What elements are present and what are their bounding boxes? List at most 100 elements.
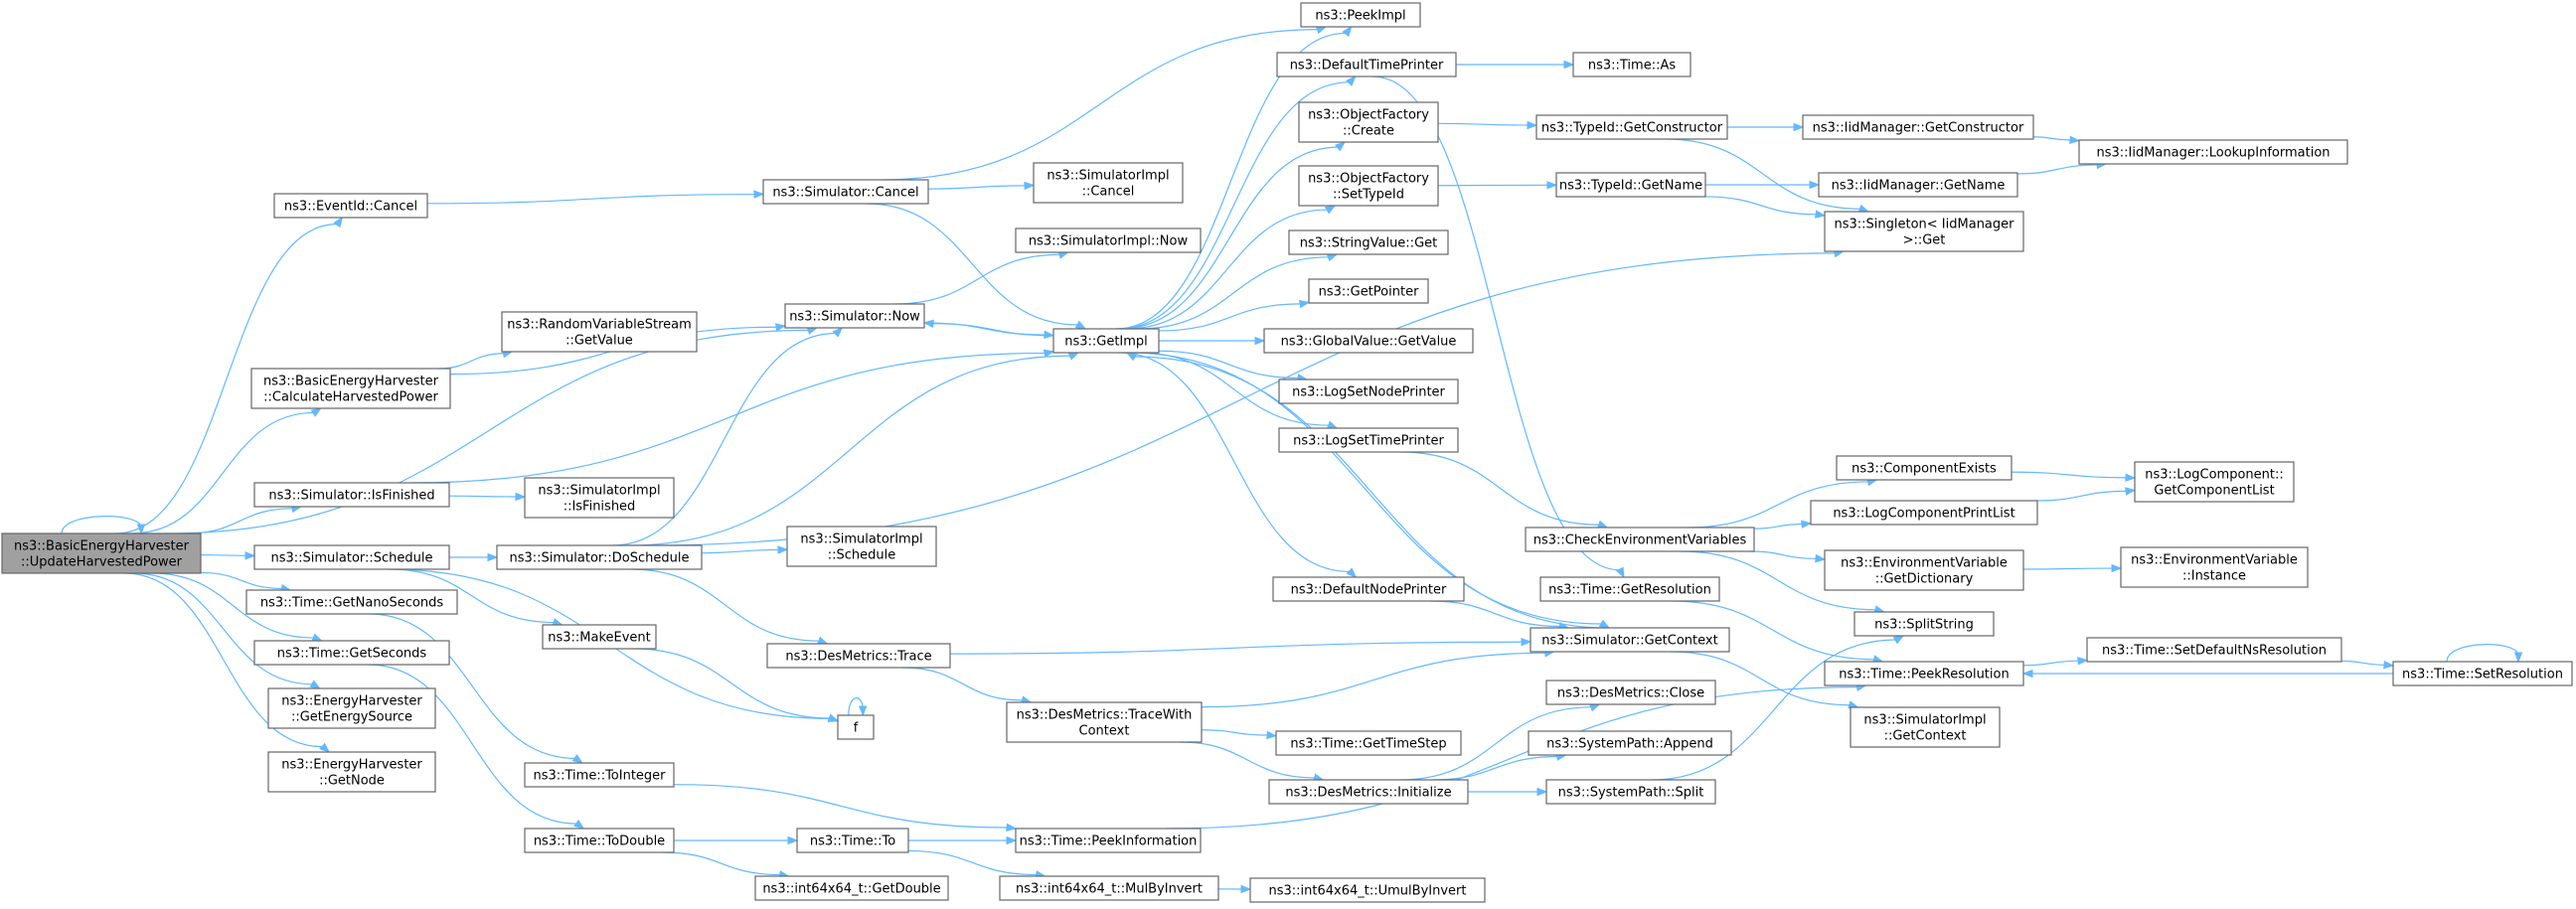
node-box[interactable] <box>1824 211 2024 252</box>
node-checkenvvars[interactable]: ns3::CheckEnvironmentVariables <box>1525 527 1755 552</box>
node-globalvalue_getvalue[interactable]: ns3::GlobalValue::GetValue <box>1263 328 1474 354</box>
node-envvar_getdictionary[interactable]: ns3::EnvironmentVariable::GetDictionary <box>1824 549 2024 591</box>
node-box[interactable] <box>1853 611 1995 637</box>
node-envvar_instance[interactable]: ns3::EnvironmentVariable::Instance <box>2120 546 2309 588</box>
node-box[interactable] <box>524 828 675 853</box>
node-box[interactable] <box>754 875 949 901</box>
node-box[interactable] <box>1006 701 1203 743</box>
node-box[interactable] <box>253 482 450 508</box>
node-box[interactable] <box>1033 162 1184 204</box>
node-box[interactable] <box>2134 461 2295 503</box>
node-box[interactable] <box>1802 114 2034 140</box>
node-time_todouble[interactable]: ns3::Time::ToDouble <box>524 828 675 853</box>
node-box[interactable] <box>1555 172 1706 198</box>
node-simimpl_schedule[interactable]: ns3::SimulatorImpl::Schedule <box>786 526 937 567</box>
node-makeevent[interactable]: ns3::MakeEvent <box>542 624 657 650</box>
node-box[interactable] <box>1539 576 1720 602</box>
node-box[interactable] <box>250 368 451 409</box>
node-box[interactable] <box>1824 549 2024 591</box>
node-box[interactable] <box>1272 576 1465 602</box>
node-defaulttimeprinter[interactable]: ns3::DefaultTimePrinter <box>1276 52 1457 77</box>
node-box[interactable] <box>1300 2 1421 28</box>
node-box[interactable] <box>1525 527 1755 552</box>
node-sim_schedule[interactable]: ns3::Simulator::Schedule <box>253 544 450 570</box>
node-box[interactable] <box>1263 328 1474 354</box>
node-objfactory_create[interactable]: ns3::ObjectFactory::Create <box>1298 101 1439 143</box>
node-time_to[interactable]: ns3::Time::To <box>796 828 909 853</box>
node-typeid_getconstructor[interactable]: ns3::TypeId::GetConstructor <box>1535 114 1728 140</box>
node-sim_now[interactable]: ns3::Simulator::Now <box>784 303 925 329</box>
node-box[interactable] <box>1298 165 1439 207</box>
node-box[interactable] <box>1052 328 1160 354</box>
node-desmetrics_initialize[interactable]: ns3::DesMetrics::Initialize <box>1268 779 1469 805</box>
node-box[interactable] <box>2086 637 2342 663</box>
node-box[interactable] <box>1298 101 1439 143</box>
node-box[interactable] <box>1288 229 1449 255</box>
node-box[interactable] <box>267 751 436 793</box>
node-box[interactable] <box>762 179 929 205</box>
node-box[interactable] <box>542 624 657 650</box>
node-box[interactable] <box>1810 500 2038 526</box>
node-box[interactable] <box>786 526 937 567</box>
node-typeid_getname[interactable]: ns3::TypeId::GetName <box>1555 172 1706 198</box>
node-objfactory_settypeid[interactable]: ns3::ObjectFactory::SetTypeId <box>1298 165 1439 207</box>
node-box[interactable] <box>1249 877 1486 903</box>
node-sim_getcontext[interactable]: ns3::Simulator::GetContext <box>1530 627 1730 653</box>
node-box[interactable] <box>1015 828 1202 853</box>
node-box[interactable] <box>1015 227 1202 253</box>
node-time_setdefaultnsresolution[interactable]: ns3::Time::SetDefaultNsResolution <box>2086 637 2342 663</box>
node-box[interactable] <box>1824 661 2024 686</box>
node-box[interactable] <box>1850 706 2001 748</box>
node-box[interactable] <box>1308 278 1429 304</box>
node-sim_isfinished[interactable]: ns3::Simulator::IsFinished <box>253 482 450 508</box>
node-box[interactable] <box>1836 455 2012 481</box>
node-systempath_append[interactable]: ns3::SystemPath::Append <box>1528 730 1732 756</box>
node-box[interactable] <box>1535 114 1728 140</box>
node-simimpl_getcontext[interactable]: ns3::SimulatorImpl::GetContext <box>1850 706 2001 748</box>
node-box[interactable] <box>784 303 925 329</box>
node-box[interactable] <box>524 762 675 788</box>
node-int64_umulbyinvert[interactable]: ns3::int64x64_t::UmulByInvert <box>1249 877 1486 903</box>
node-getpointer[interactable]: ns3::GetPointer <box>1308 278 1429 304</box>
node-iidmanager_getname[interactable]: ns3::IidManager::GetName <box>1818 172 2018 198</box>
node-desmetrics_trace[interactable]: ns3::DesMetrics::Trace <box>766 643 951 669</box>
node-box[interactable] <box>2120 546 2309 588</box>
node-splitstring[interactable]: ns3::SplitString <box>1853 611 1995 637</box>
node-desmetrics_close[interactable]: ns3::DesMetrics::Close <box>1545 680 1716 705</box>
node-time_gettimestep[interactable]: ns3::Time::GetTimeStep <box>1275 730 1462 756</box>
node-int64_mulbyinvert[interactable]: ns3::int64x64_t::MulByInvert <box>999 875 1219 901</box>
node-getimpl[interactable]: ns3::GetImpl <box>1052 328 1160 354</box>
node-box[interactable] <box>1545 779 1716 805</box>
node-time_getresolution[interactable]: ns3::Time::GetResolution <box>1539 576 1720 602</box>
node-singleton_get[interactable]: ns3::Singleton< IidManager>::Get <box>1824 211 2024 252</box>
node-box[interactable] <box>1268 779 1469 805</box>
node-box[interactable] <box>796 828 909 853</box>
node-box[interactable] <box>999 875 1219 901</box>
node-box[interactable] <box>273 193 428 219</box>
node-box[interactable] <box>524 477 675 519</box>
node-iidmanager_lookupinformation[interactable]: ns3::IidManager::LookupInformation <box>2078 139 2348 165</box>
node-iidmanager_getconstructor[interactable]: ns3::IidManager::GetConstructor <box>1802 114 2034 140</box>
node-time_tointeger[interactable]: ns3::Time::ToInteger <box>524 762 675 788</box>
node-box[interactable] <box>1276 52 1457 77</box>
node-time_peekresolution[interactable]: ns3::Time::PeekResolution <box>1824 661 2024 686</box>
node-box[interactable] <box>1818 172 2018 198</box>
node-f[interactable]: f <box>837 714 875 740</box>
node-int64_getdouble[interactable]: ns3::int64x64_t::GetDouble <box>754 875 949 901</box>
node-box[interactable] <box>1275 730 1462 756</box>
node-box[interactable] <box>766 643 951 669</box>
node-box[interactable] <box>1572 52 1691 77</box>
node-logcomponentprintlist[interactable]: ns3::LogComponentPrintList <box>1810 500 2038 526</box>
node-box[interactable] <box>501 311 698 353</box>
node-simimpl_isfinished[interactable]: ns3::SimulatorImpl::IsFinished <box>524 477 675 519</box>
node-box[interactable] <box>1 532 202 574</box>
node-box[interactable] <box>1278 427 1459 453</box>
node-box[interactable] <box>267 687 436 729</box>
node-time_getnanoseconds[interactable]: ns3::Time::GetNanoSeconds <box>245 589 458 615</box>
node-time_getseconds[interactable]: ns3::Time::GetSeconds <box>253 640 450 666</box>
node-time_as[interactable]: ns3::Time::As <box>1572 52 1691 77</box>
node-time_peekinformation[interactable]: ns3::Time::PeekInformation <box>1015 828 1202 853</box>
node-eventid_cancel[interactable]: ns3::EventId::Cancel <box>273 193 428 219</box>
node-box[interactable] <box>1545 680 1716 705</box>
node-calc_harvested[interactable]: ns3::BasicEnergyHarvester::CalculateHarv… <box>250 368 451 409</box>
